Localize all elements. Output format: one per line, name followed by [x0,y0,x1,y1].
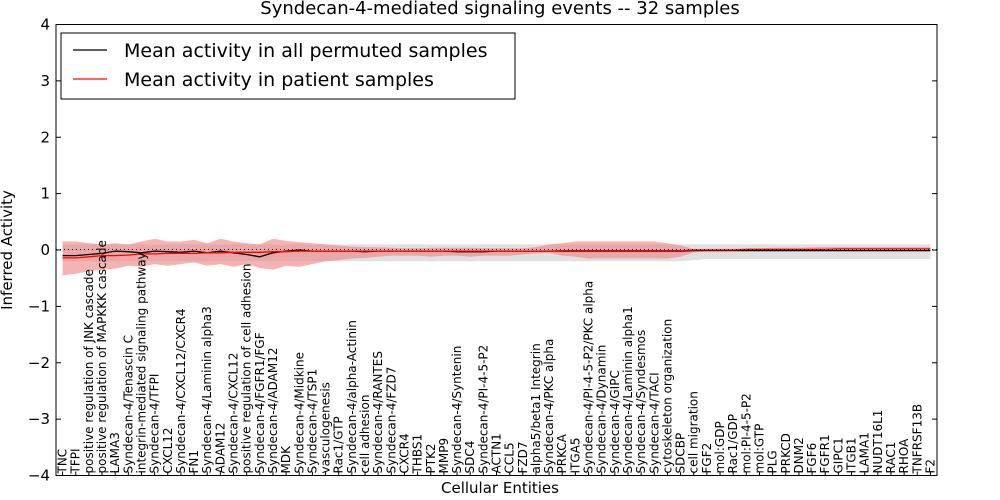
x-tick-label: F2 [923,459,937,474]
x-tick-label: SDCBP [674,433,688,474]
x-tick-label: ITGA5 [568,437,582,473]
series-line-patient [62,248,931,259]
x-tick-label: Syndecan-4/PI-4-5-P2/PKC alpha [582,281,596,474]
x-tick-label: Syndecan-4/FZD7 [384,367,398,474]
series-lines [62,248,931,259]
x-tick-label: Rac1/GTP [332,416,346,473]
x-tick-label: FZD7 [516,442,530,474]
x-tick-label: PRKCA [555,433,569,473]
legend-label-permuted: Mean activity in all permuted samples [124,40,487,62]
x-tick-label: cell migration [687,391,701,473]
x-tick-label: mol:GDP [713,421,727,473]
x-tick-label: CXCL12 [161,427,175,473]
x-tick-label: LAMA1 [858,432,872,473]
legend-label-patient: Mean activity in patient samples [124,69,434,91]
chart-title: Syndecan-4-mediated signaling events -- … [260,0,739,19]
x-tick-label: SDC4 [463,441,477,474]
x-tick-label: THBS1 [411,434,425,475]
y-tick-label: 3 [40,72,50,90]
x-tick-label: LAMA3 [108,432,122,473]
x-tick-label: Syndecan-4/ADAM12 [266,348,280,474]
x-tick-label: alpha5/beta1 Integrin [529,343,543,473]
x-tick-label: mol:PI-4-5-P2 [739,393,753,473]
y-tick-label: 1 [40,185,50,203]
x-tick-label: RHOA [897,438,911,474]
x-tick-label: GIPC1 [831,437,845,473]
x-tick-label: FGF6 [805,443,819,474]
y-tick-label: −3 [28,410,50,428]
x-axis-label: Cellular Entities [441,479,559,497]
x-tick-label: vasculogenesis [319,382,333,473]
x-tick-label: integrin-mediated signaling pathway [135,252,149,473]
y-tick-label: −4 [28,467,50,485]
band-patient [62,238,931,276]
x-tick-label: PLG [766,450,780,473]
x-tick-label: positive regulation of cell adhesion [240,264,254,474]
y-tick-label: 4 [40,16,50,34]
legend-box [60,32,516,100]
x-tick-label: DNM2 [792,437,806,473]
x-tick-label: Rac1/GDP [726,414,740,473]
y-tick-label: −2 [28,354,50,372]
x-tick-label: positive regulation of MAPKKK cascade [95,240,109,473]
y-tick-label: 2 [40,128,50,146]
x-tick-label: cytoskeleton organization [660,319,674,474]
x-tick-label: cell adhesion [358,395,372,474]
x-tick-label: Syndecan-4/PKC alpha [542,339,556,474]
x-tick-label: Syndecan-4/CXCL12/CXCR4 [174,308,188,473]
y-axis: −4 −3 −2 −1 0 1 2 3 4 [28,16,937,485]
y-tick-label: 0 [40,241,50,259]
x-tick-label: Syndecan-4/TACI [647,372,661,473]
x-tick-label: TNFRSF13B [910,404,924,475]
x-tick-label: Syndecan-4/TSP1 [305,369,319,474]
x-tick-label: Syndecan-4/Tenascin C [121,335,135,474]
x-tick-label: Syndecan-4/PI-4-5-P2 [476,345,490,474]
x-tick-label: Syndecan-4/Syndesmos [634,330,648,474]
x-tick-label: NUDT16L1 [871,410,885,474]
x-tick-label: Syndecan-4/TFPI [148,374,162,474]
x-tick-label: Syndecan-4/GIPC [608,370,622,473]
x-tick-label: Syndecan-4/Syntenin [450,346,464,474]
x-tick-label: TNC [56,449,70,475]
x-tick-label: CCL5 [503,442,517,473]
legend: Mean activity in all permuted samples Me… [60,32,516,100]
y-tick-label: −1 [28,297,50,315]
x-tick-label: PRKCD [779,433,793,473]
x-tick-label: Syndecan-4/Laminin alpha1 [621,306,635,473]
y-axis-label: Inferred Activity [0,190,16,310]
x-tick-label: Syndecan-4/FGFR1/FGF [253,332,267,473]
x-tick-label: mol:GTP [753,424,767,474]
x-tick-label: ITGB1 [845,437,859,473]
x-tick-label: RAC1 [884,442,898,474]
x-tick-label: ADAM12 [213,422,227,473]
x-tick-label: positive regulation of JNK cascade [82,269,96,473]
x-tick-label: CXCR4 [398,433,412,473]
x-tick-label: FGF2 [700,443,714,474]
x-tick-label: FGFR1 [818,434,832,473]
x-tick-label: Syndecan-4/RANTES [371,351,385,473]
x-tick-label: ACTN1 [490,433,504,473]
confidence-bands [62,238,931,276]
x-tick-label: Syndecan-4/CXCL12 [227,353,241,474]
x-tick-label: PTK2 [424,443,438,473]
x-tick-label: Syndecan-4/alpha-Actinin [345,320,359,473]
x-tick-label: Syndecan-4/Dynamin [595,345,609,474]
x-tick-label: FN1 [187,450,201,474]
x-tick-label: Syndecan-4/Midkine [292,352,306,473]
x-tick-label: TFPI [69,448,83,474]
x-tick-label: Syndecan-4/Laminin alpha3 [200,306,214,473]
x-tick-label: MMP9 [437,438,451,474]
x-tick-label: MDK [279,445,293,474]
